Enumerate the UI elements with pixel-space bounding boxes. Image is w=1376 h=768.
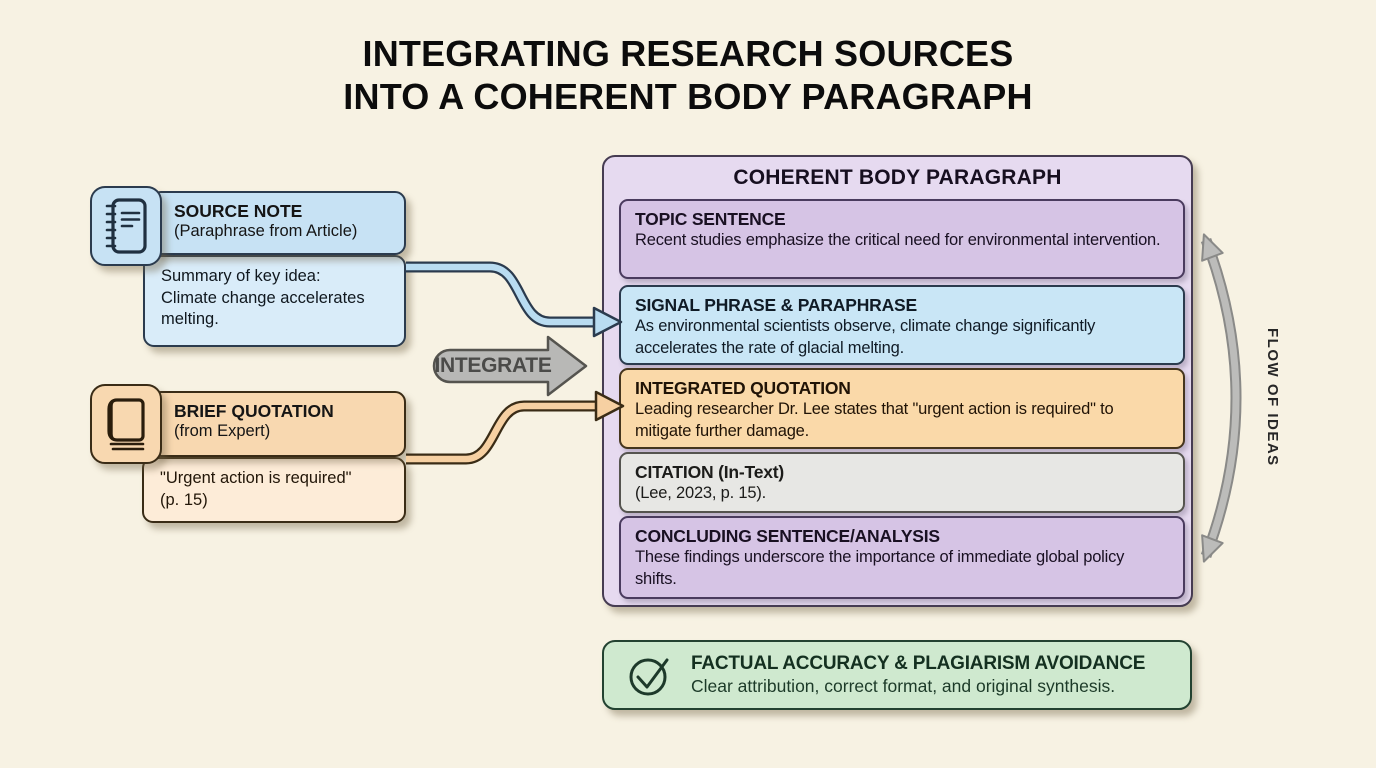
brief-quotation-header: BRIEF QUOTATION (from Expert): [150, 391, 406, 457]
brief-quotation-subtitle: (from Expert): [174, 422, 271, 440]
source-note-header: SOURCE NOTE (Paraphrase from Article): [150, 191, 406, 255]
citation-section: CITATION (In-Text) (Lee, 2023, p. 15).: [619, 452, 1185, 513]
page-title-line1: INTEGRATING RESEARCH SOURCES: [362, 33, 1014, 74]
topic-sentence-body: Recent studies emphasize the critical ne…: [635, 231, 1161, 249]
accuracy-footer: FACTUAL ACCURACY & PLAGIARISM AVOIDANCE …: [602, 640, 1192, 710]
source-note-badge: [90, 186, 162, 266]
brief-quotation-body: "Urgent action is required" (p. 15): [142, 457, 406, 523]
notebook-icon: [105, 198, 147, 254]
quotation-to-integrated-connector: [406, 390, 625, 465]
flow-of-ideas-arrow: [1200, 233, 1242, 563]
check-circle-icon: [629, 658, 669, 696]
source-to-signal-connector: [406, 261, 623, 338]
flow-of-ideas-label: FLOW OF IDEAS: [1264, 328, 1281, 467]
concluding-sentence-body: These findings underscore the importance…: [635, 548, 1125, 588]
concluding-sentence-section: CONCLUDING SENTENCE/ANALYSIS These findi…: [619, 516, 1185, 599]
coherent-paragraph-panel: COHERENT BODY PARAGRAPH TOPIC SENTENCE R…: [602, 155, 1193, 607]
brief-quotation-title: BRIEF QUOTATION: [174, 401, 334, 421]
accuracy-footer-body: Clear attribution, correct format, and o…: [691, 676, 1116, 696]
integrate-label: INTEGRATE: [434, 354, 552, 377]
signal-phrase-section: SIGNAL PHRASE & PARAPHRASE As environmen…: [619, 285, 1185, 365]
citation-body: (Lee, 2023, p. 15).: [635, 484, 767, 502]
topic-sentence-section: TOPIC SENTENCE Recent studies emphasize …: [619, 199, 1185, 279]
integrated-quotation-section: INTEGRATED QUOTATION Leading researcher …: [619, 368, 1185, 449]
signal-phrase-title: SIGNAL PHRASE & PARAPHRASE: [635, 295, 917, 315]
signal-phrase-body: As environmental scientists observe, cli…: [635, 317, 1096, 357]
source-note-title: SOURCE NOTE: [174, 201, 303, 221]
book-icon: [107, 398, 145, 451]
topic-sentence-title: TOPIC SENTENCE: [635, 209, 786, 229]
brief-quotation-badge: [90, 384, 162, 464]
page-title-line2: INTO A COHERENT BODY PARAGRAPH: [343, 76, 1033, 117]
citation-title: CITATION (In-Text): [635, 462, 785, 482]
accuracy-footer-title: FACTUAL ACCURACY & PLAGIARISM AVOIDANCE: [691, 653, 1146, 674]
accuracy-footer-text: FACTUAL ACCURACY & PLAGIARISM AVOIDANCE …: [691, 653, 1145, 697]
integrated-quotation-body: Leading researcher Dr. Lee states that "…: [635, 400, 1114, 440]
integrated-quotation-title: INTEGRATED QUOTATION: [635, 378, 851, 398]
page-title: INTEGRATING RESEARCH SOURCES INTO A COHE…: [0, 32, 1376, 118]
paragraph-panel-title: COHERENT BODY PARAGRAPH: [733, 166, 1062, 189]
concluding-sentence-title: CONCLUDING SENTENCE/ANALYSIS: [635, 526, 940, 546]
source-note-subtitle: (Paraphrase from Article): [174, 222, 358, 240]
source-note-body: Summary of key idea: Climate change acce…: [143, 255, 406, 347]
